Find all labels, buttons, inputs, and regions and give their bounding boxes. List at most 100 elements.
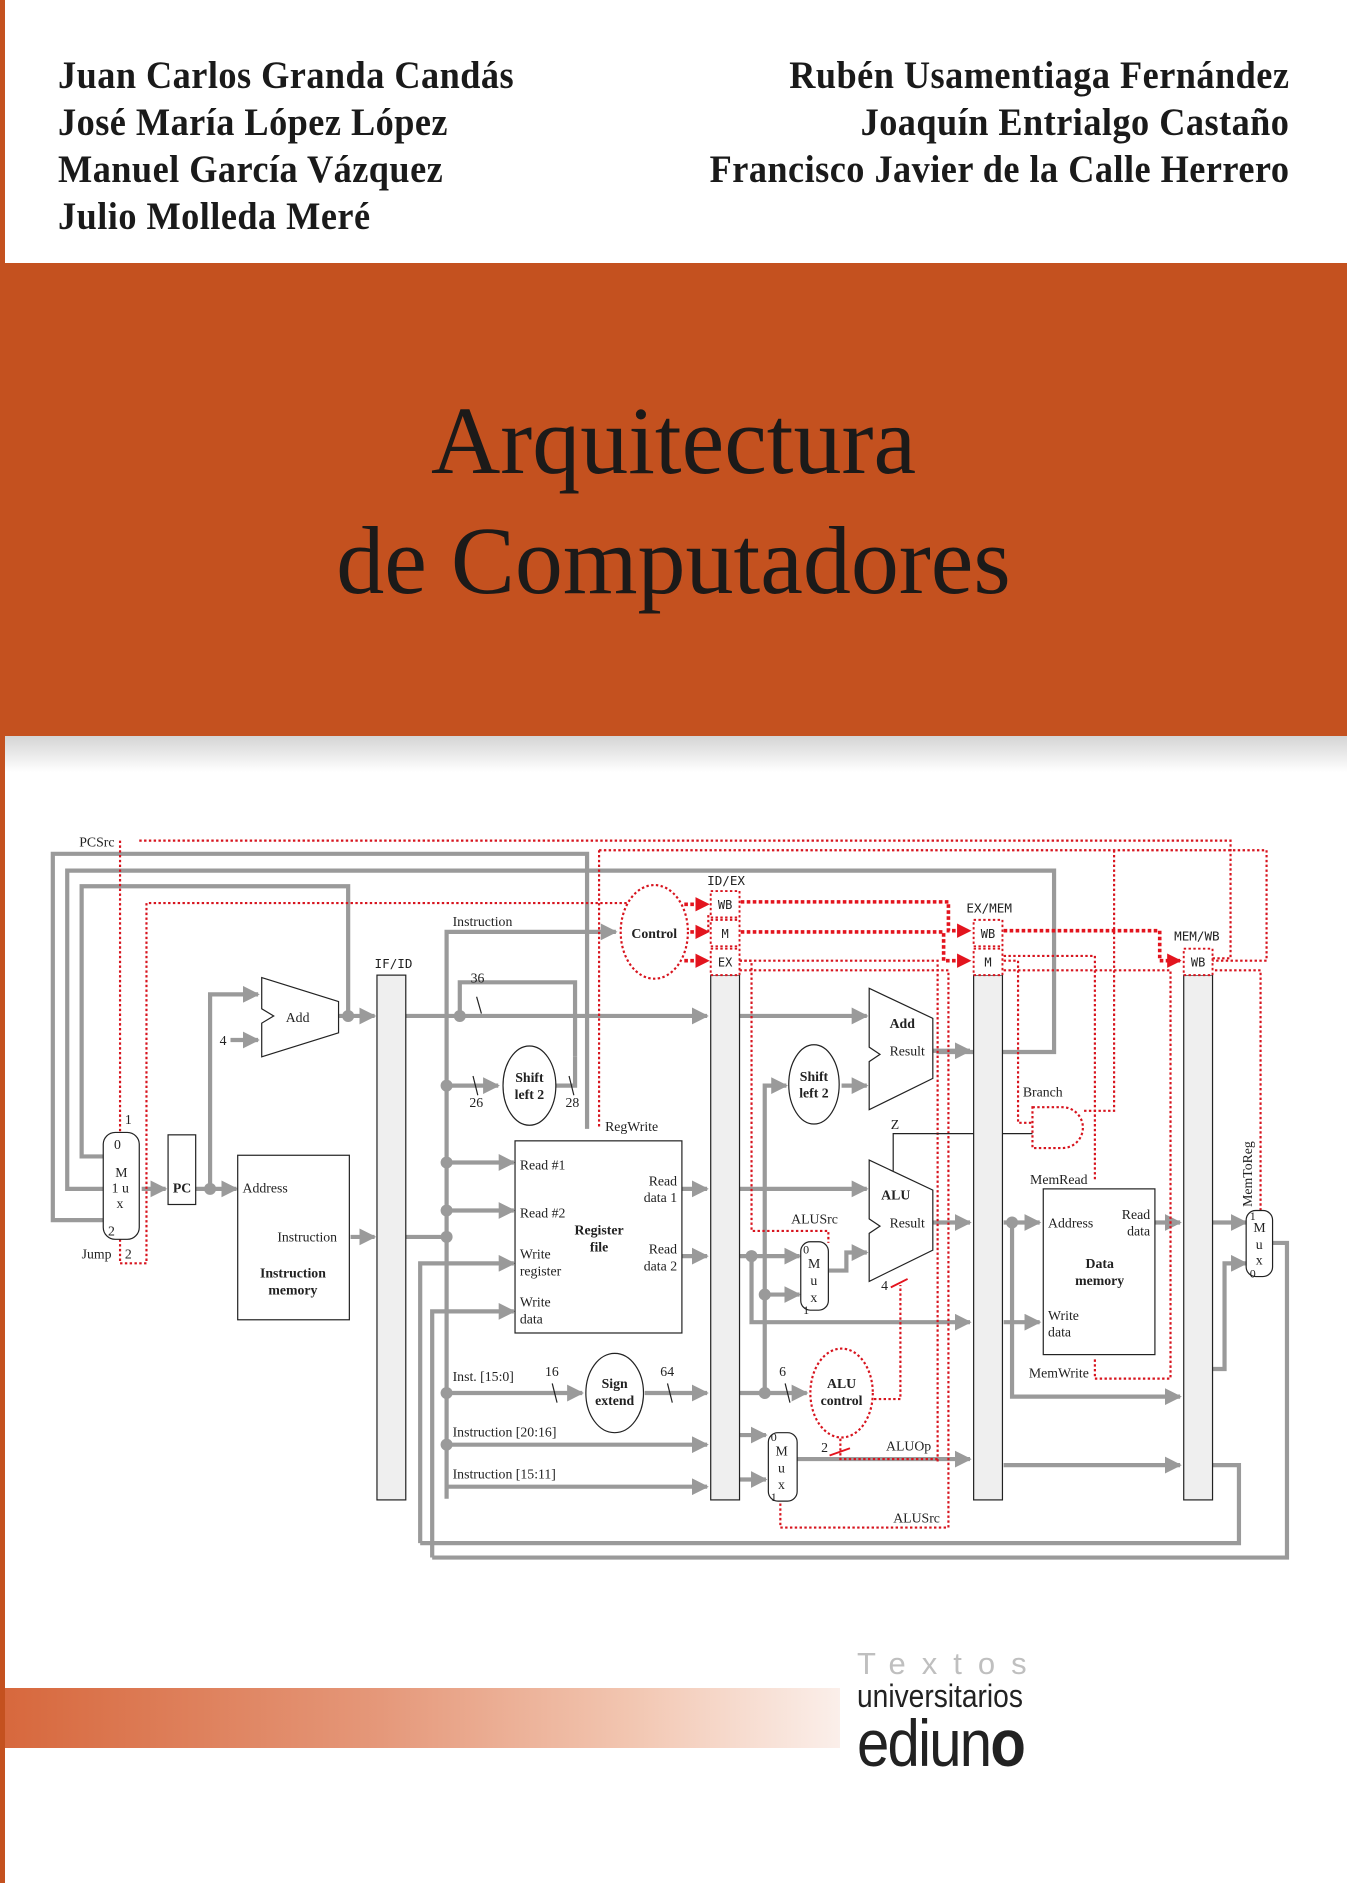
memwrite-label: MemWrite: [1029, 1365, 1089, 1380]
shift-left-2-branch: [788, 1044, 840, 1125]
memread-label: MemRead: [1030, 1172, 1088, 1187]
data-memory: [1042, 1188, 1156, 1356]
svg-text:1 u: 1 u: [112, 1180, 129, 1195]
jump-label: Jump: [82, 1247, 112, 1262]
series-textos: Textos: [857, 1646, 1043, 1681]
alu-control: [809, 1347, 874, 1439]
id-ex-register: [710, 974, 741, 1501]
author-name: José María López López: [58, 101, 448, 144]
control-wires: [118, 839, 1268, 1529]
svg-text:x: x: [810, 1290, 817, 1305]
control-unit: [619, 883, 689, 980]
svg-text:WB: WB: [981, 927, 995, 941]
svg-text:Shift: Shift: [800, 1069, 829, 1084]
svg-text:u: u: [1256, 1237, 1263, 1252]
svg-text:Sign: Sign: [602, 1376, 628, 1391]
svg-text:data: data: [520, 1311, 543, 1326]
junction-dots: [204, 1009, 1019, 1451]
svg-text:Write: Write: [1048, 1308, 1079, 1323]
register-file: [514, 1140, 683, 1334]
svg-text:data 1: data 1: [644, 1190, 677, 1205]
svg-text:Instruction: Instruction: [260, 1266, 326, 1281]
ex-mem-label: EX/MEM: [966, 901, 1012, 916]
pc-mux: [102, 1131, 140, 1240]
control-blocks: [619, 883, 1084, 1439]
bus-width-36: 36: [471, 970, 485, 985]
functional-blocks: [102, 976, 1274, 1502]
svg-text:left 2: left 2: [799, 1086, 829, 1101]
series-universitarios: universitarios: [857, 1678, 1023, 1714]
pc-adder: [261, 976, 340, 1058]
alu-label: ALU: [881, 1188, 910, 1203]
alusrc-bottom-label: ALUSrc: [893, 1511, 940, 1526]
pc-register: [167, 1134, 197, 1206]
svg-text:Add: Add: [890, 1016, 916, 1031]
if-id-register: [376, 974, 407, 1501]
svg-text:register: register: [520, 1263, 562, 1278]
authors-right: Rubén Usamentiaga Fernández Joaquín Entr…: [666, 52, 1289, 193]
if-id-label: IF/ID: [375, 956, 413, 971]
svg-text:M: M: [115, 1165, 127, 1180]
svg-text:Read: Read: [1122, 1207, 1150, 1222]
alusrc-top-label: ALUSrc: [791, 1212, 838, 1227]
svg-text:control: control: [821, 1393, 863, 1408]
svg-text:M: M: [722, 927, 729, 941]
svg-text:file: file: [590, 1239, 608, 1254]
svg-text:0: 0: [803, 1243, 809, 1257]
authors-left: Juan Carlos Granda Candás José María Lóp…: [58, 52, 548, 240]
id-ex-label: ID/EX: [707, 873, 745, 888]
svg-text:Result: Result: [890, 1215, 925, 1230]
svg-text:memory: memory: [1075, 1273, 1124, 1288]
bus-width-26: 26: [469, 1095, 483, 1110]
branch-label: Branch: [1023, 1084, 1063, 1099]
author-name: Joaquín Entrialgo Castaño: [860, 101, 1289, 144]
left-accent-strip: [0, 0, 5, 1883]
svg-text:left 2: left 2: [515, 1087, 545, 1102]
inst-20-16-label: Instruction [20:16]: [453, 1424, 557, 1439]
control-label: Control: [631, 926, 677, 941]
svg-text:Read: Read: [649, 1173, 677, 1188]
datapath-wires: [50, 851, 1290, 1560]
svg-text:WB: WB: [718, 898, 732, 912]
add-label: Add: [286, 1010, 310, 1025]
svg-text:Address: Address: [243, 1180, 288, 1195]
instruction-memory: [237, 1154, 350, 1321]
svg-text:Write: Write: [520, 1247, 551, 1262]
branch-adder: [868, 987, 934, 1111]
control-field-labels: WB M EX WB M WB: [718, 898, 1205, 970]
control-wires-thick: [684, 897, 1182, 968]
svg-text:Read #1: Read #1: [520, 1158, 566, 1173]
svg-text:EX: EX: [718, 956, 733, 970]
signal-labels: PCSrc Jump Instruction RegWrite ALUSrc A…: [79, 835, 1255, 1526]
instruction-label: Instruction: [453, 914, 513, 929]
regdst-mux: [767, 1432, 798, 1502]
pc-label: PC: [173, 1180, 191, 1195]
svg-text:0: 0: [114, 1137, 121, 1152]
svg-text:data: data: [1048, 1325, 1071, 1340]
svg-text:M: M: [776, 1443, 788, 1458]
svg-text:M: M: [808, 1256, 820, 1271]
alusrc-mux: [800, 1241, 829, 1311]
book-title-line-2: de Computadores: [336, 507, 1011, 614]
svg-text:1: 1: [771, 1490, 777, 1504]
svg-text:Write: Write: [520, 1295, 551, 1310]
svg-text:Shift: Shift: [515, 1070, 544, 1085]
branch-and-gate: [1031, 1106, 1084, 1150]
svg-text:0: 0: [1250, 1267, 1256, 1281]
alu: [868, 1159, 934, 1283]
band-shadow: [5, 736, 1347, 772]
svg-text:2: 2: [108, 1224, 115, 1239]
svg-text:memory: memory: [268, 1283, 317, 1298]
svg-text:Register: Register: [575, 1223, 624, 1238]
zero-label: Z: [891, 1117, 899, 1132]
book-title-line-1: Arquitectura: [430, 387, 917, 494]
svg-text:Instruction: Instruction: [277, 1230, 337, 1245]
publisher-brand: ediuno: [857, 1710, 1051, 1776]
svg-text:x: x: [1256, 1253, 1263, 1268]
sign-extend: [585, 1352, 645, 1434]
svg-text:extend: extend: [595, 1393, 634, 1408]
author-name: Julio Molleda Meré: [58, 195, 371, 238]
zero-wire: [892, 1133, 974, 1171]
regwrite-label: RegWrite: [605, 1119, 658, 1134]
